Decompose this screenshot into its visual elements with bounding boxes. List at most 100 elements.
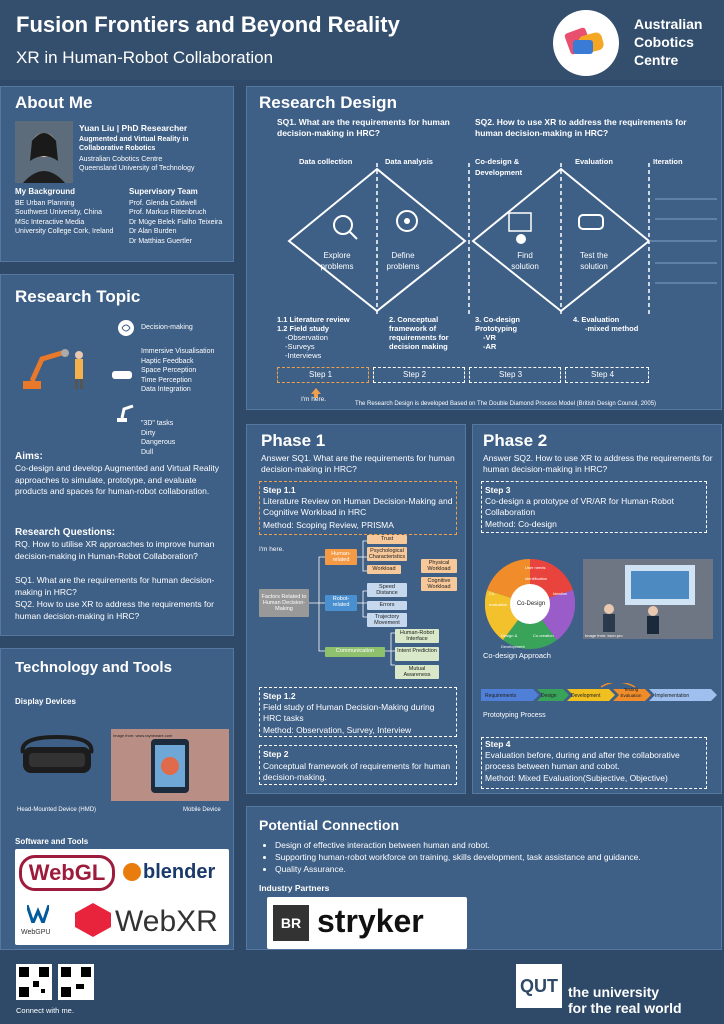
- col-data-analysis: Data analysis: [385, 157, 433, 166]
- software-logos: WebGL blender WebGPU WebXR: [15, 849, 229, 945]
- qut-logo: QUT: [516, 964, 562, 1008]
- br-logo-icon: BR: [273, 905, 309, 941]
- step2-box: [373, 367, 465, 383]
- mobile-label: Mobile Device: [183, 807, 221, 813]
- awareness-box: Mutual Awareness: [395, 665, 439, 679]
- wheel-center: Co-Design: [516, 601, 546, 607]
- proc-requirements: Requirements: [485, 693, 517, 699]
- qr-code-icon[interactable]: [16, 964, 52, 1000]
- header: Fusion Frontiers and Beyond Reality XR i…: [0, 0, 724, 80]
- step12-method: Method: Observation, Survey, Interview: [263, 725, 412, 735]
- double-diamond-diagram: [247, 159, 723, 319]
- topic-heading: Research Topic: [15, 287, 141, 306]
- blender-logo: blender: [143, 861, 216, 883]
- design-here: I'm here.: [301, 396, 327, 403]
- wheel-item-4: Co-evaluation: [489, 591, 508, 607]
- poster-subtitle: XR in Human-Robot Collaboration: [16, 48, 274, 67]
- step4-method: Method: Mixed Evaluation(Subjective, Obj…: [485, 773, 668, 783]
- phase1-panel: Phase 1 Answer SQ1. What are the require…: [246, 424, 466, 794]
- webxr-icon: [75, 903, 111, 937]
- design-sq2: SQ2. How to use XR to address the requir…: [475, 117, 687, 138]
- wheel-item-2: Co-creation: [533, 633, 554, 638]
- photo-credit: Image from: iwon.pro: [585, 633, 623, 638]
- wheel-item-3: Design & Development: [501, 633, 525, 649]
- sq2-text: SQ2. How to use XR to address the requir…: [15, 599, 214, 621]
- step11-heading: Step 1.1: [263, 485, 296, 495]
- col-data-collection: Data collection: [299, 157, 353, 166]
- step4-box: [565, 367, 649, 383]
- arrow-up-icon: [311, 385, 321, 398]
- codesign-photo: [583, 559, 713, 639]
- trajectory-box: Trajectory Movement: [367, 613, 407, 627]
- mobile-image: [111, 729, 229, 801]
- wheel-item-0: User needs identification: [525, 565, 548, 581]
- step3-heading: Step 3: [485, 485, 511, 495]
- col-iteration: Iteration: [653, 157, 683, 166]
- webgpu-icon: [25, 904, 51, 928]
- explore-label: Explore problems: [320, 251, 354, 271]
- about-heading: About Me: [15, 93, 93, 112]
- step11-method: Method: Scoping Review, PRISMA: [263, 520, 394, 530]
- step4-notes: 4. Evaluation-mixed method: [573, 315, 639, 333]
- design-heading: Research Design: [259, 93, 397, 112]
- partners-heading: Industry Partners: [259, 883, 330, 893]
- communication-box: Communication: [325, 647, 385, 657]
- step3-box: [469, 367, 561, 383]
- step2-notes: 2. Conceptual framework of requirements …: [389, 315, 449, 351]
- step11-text: Literature Review on Human Decision-Maki…: [263, 496, 453, 517]
- step2-text: Conceptual framework of requirements for…: [263, 761, 451, 782]
- tech-heading: Technology and Tools: [15, 659, 172, 676]
- topic-panel: Research Topic Decision-making Immersive…: [0, 274, 234, 636]
- psych-box: Psychological Characteristics: [367, 547, 407, 561]
- step3-method: Method: Co-design: [485, 519, 557, 529]
- hmd-image: [19, 733, 95, 781]
- wheel-item-1: Ideation: [553, 591, 568, 596]
- human-related-box: Human-related: [325, 549, 357, 565]
- speed-box: Speed Distance: [367, 583, 407, 597]
- brain-icon: [117, 319, 135, 337]
- phase1-here: I'm here.: [259, 546, 285, 553]
- aims-heading: Aims:: [15, 451, 43, 462]
- software-heading: Software and Tools: [15, 837, 89, 846]
- errors-box: Errors: [367, 601, 407, 610]
- decision-label: Decision-making: [141, 324, 193, 331]
- design-credit: The Research Design is developed Based o…: [355, 401, 657, 407]
- phase1-heading: Phase 1: [261, 431, 326, 450]
- codesign-wheel: [484, 558, 576, 649]
- step2-heading: Step 2: [263, 749, 289, 759]
- find-label: Find solution: [511, 251, 539, 271]
- partner-logos: BR stryker: [267, 897, 467, 949]
- display-heading: Display Devices: [15, 697, 76, 706]
- step3-label: Step 3: [499, 370, 523, 379]
- step1-label: Step 1: [309, 370, 333, 379]
- prototyping-process: [481, 681, 717, 707]
- qr-code-2-icon[interactable]: [58, 964, 94, 1000]
- step12-heading: Step 1.2: [263, 691, 296, 701]
- test-label: Test the solution: [579, 251, 608, 271]
- connection-heading: Potential Connection: [259, 817, 399, 833]
- step11-box: [259, 481, 457, 535]
- connection-panel: Potential Connection Design of effective…: [246, 806, 722, 950]
- define-label: Define problems: [386, 251, 420, 271]
- prototyping-label: Prototyping Process: [483, 712, 546, 719]
- physical-workload-box: Physical Workload: [421, 559, 457, 573]
- blender-icon: [123, 863, 141, 881]
- step2-label: Step 2: [403, 370, 427, 379]
- phase2-panel: Phase 2 Answer SQ2. How to use XR to add…: [472, 424, 722, 794]
- mobile-credit: Image from: www.rayneware.com: [113, 733, 173, 738]
- intent-box: Intent Prediction: [395, 647, 439, 661]
- factor-tree-lines: [247, 535, 467, 685]
- phase2-heading: Phase 2: [483, 431, 548, 450]
- about-panel: About Me Yuan Liu | PhD Researcher Augme…: [0, 86, 234, 262]
- webgpu-label: WebGPU: [21, 929, 51, 936]
- codesign-approach-label: Co-design Approach: [483, 651, 551, 660]
- phase1-intro: Answer SQ1. What are the requirements fo…: [261, 453, 455, 474]
